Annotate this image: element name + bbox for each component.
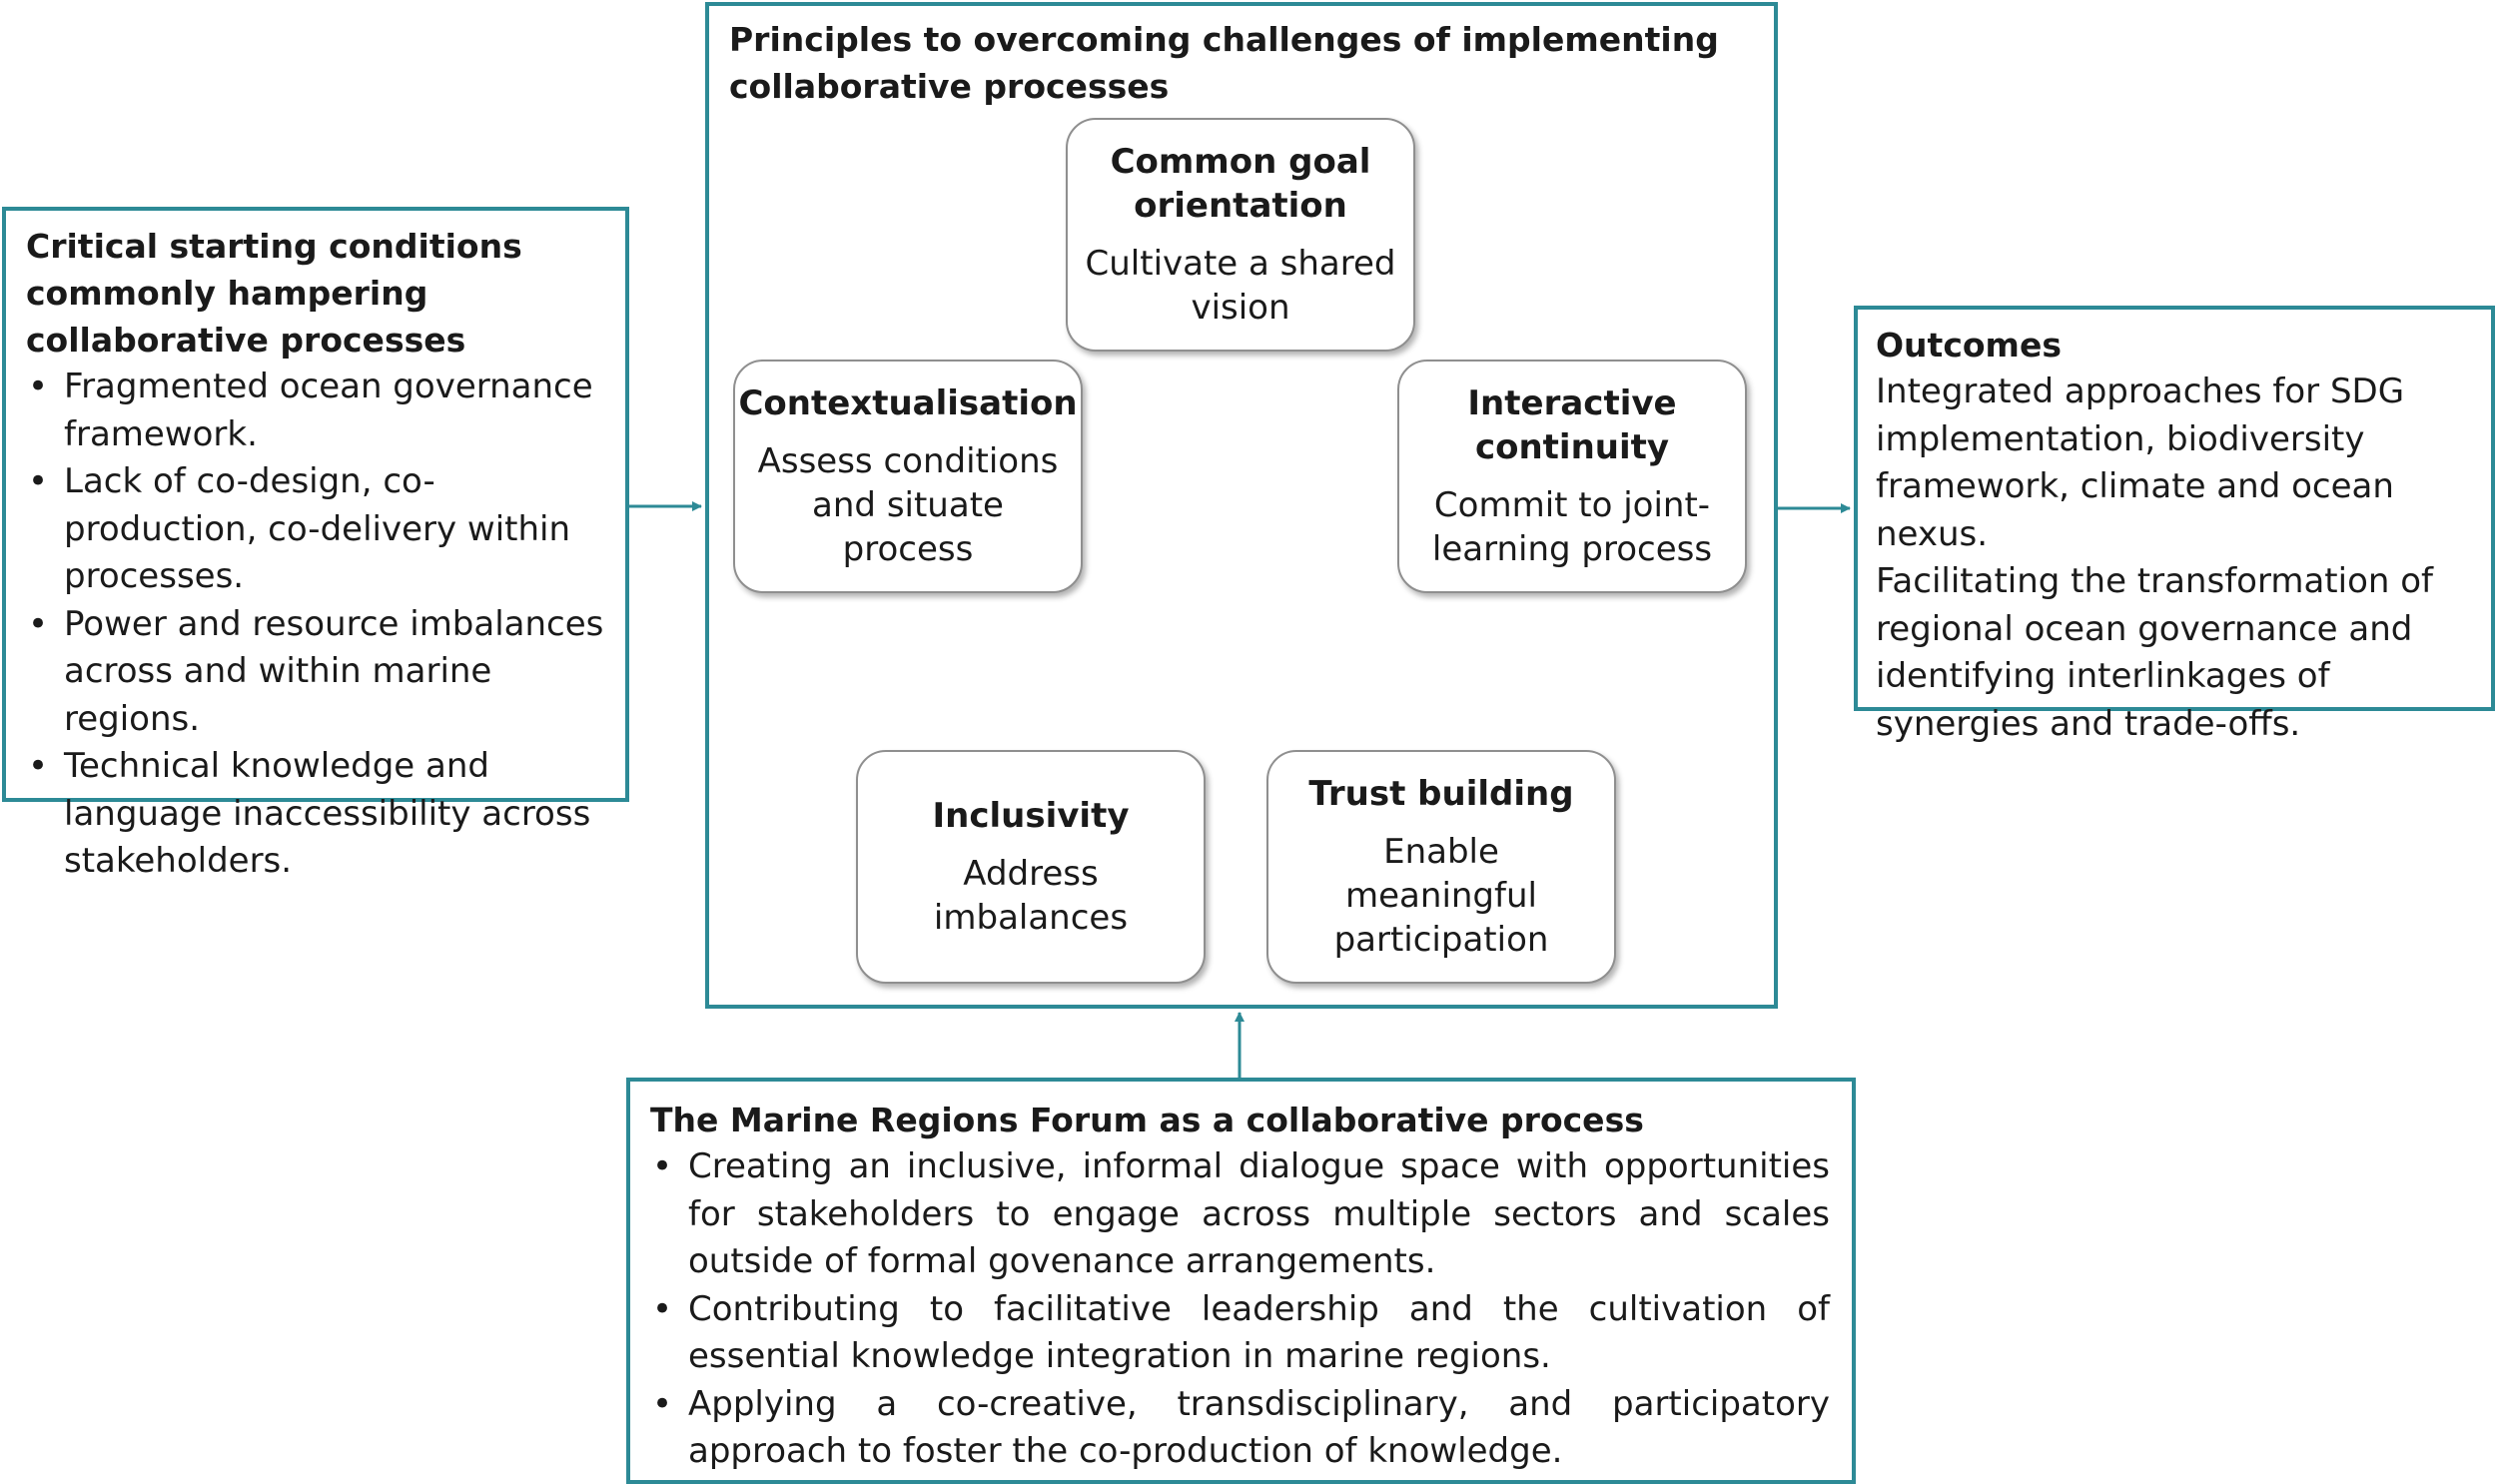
outcomes-paragraph: Integrated approaches for SDG implementa… xyxy=(1876,371,2405,554)
principle-description: Cultivate a shared vision xyxy=(1085,244,1396,328)
outcomes-paragraph: Facilitating the transformation of regio… xyxy=(1876,561,2434,744)
list-item: Fragmented ocean governance framework. xyxy=(26,364,609,458)
principle-title: Inclusivity xyxy=(932,796,1130,836)
list-item: Contributing to facilitative leadership … xyxy=(650,1286,1830,1381)
starting-conditions-list: Fragmented ocean governance framework. L… xyxy=(26,364,609,886)
principle-title: Common goal orientation xyxy=(1110,142,1371,226)
principle-description: Commit to joint-learning process xyxy=(1431,485,1713,569)
list-item: Power and resource imbalances across and… xyxy=(26,601,609,744)
principle-title: Contextualisation xyxy=(738,383,1078,423)
outcomes-box: Outcomes Integrated approaches for SDG i… xyxy=(1854,306,2495,744)
marine-regions-forum-title: The Marine Regions Forum as a collaborat… xyxy=(650,1101,1644,1139)
principle-inclusivity: Inclusivity Address imbalances xyxy=(856,750,1206,984)
principle-trust-building: Trust building Enable meaningful partici… xyxy=(1266,750,1616,984)
principle-common-goal: Common goal orientation Cultivate a shar… xyxy=(1066,118,1415,352)
principle-description: Enable meaningful participation xyxy=(1333,832,1549,960)
principle-interactive-continuity: Interactive continuity Commit to joint-l… xyxy=(1397,360,1747,593)
list-item: Creating an inclusive, informal dialogue… xyxy=(650,1143,1830,1286)
principles-title: Principles to overcoming challenges of i… xyxy=(729,20,1719,106)
principle-title: Trust building xyxy=(1308,774,1574,814)
principle-contextualisation: Contextualisation Assess conditions and … xyxy=(733,360,1083,593)
list-item: Lack of co-design, co-production, co-del… xyxy=(26,458,609,601)
list-item: Applying a co-creative, transdisciplinar… xyxy=(650,1381,1830,1476)
principle-description: Assess conditions and situate process xyxy=(757,441,1059,569)
outcomes-title: Outcomes xyxy=(1876,326,2062,365)
marine-regions-forum-box: The Marine Regions Forum as a collaborat… xyxy=(626,1078,1856,1484)
starting-conditions-title: Critical starting conditions commonly ha… xyxy=(26,227,522,360)
marine-regions-forum-list: Creating an inclusive, informal dialogue… xyxy=(650,1143,1830,1476)
principle-title: Interactive continuity xyxy=(1467,383,1677,467)
starting-conditions-box: Critical starting conditions commonly ha… xyxy=(2,207,629,881)
list-item: Technical knowledge and language inacces… xyxy=(26,743,609,886)
principle-description: Address imbalances xyxy=(933,854,1129,938)
